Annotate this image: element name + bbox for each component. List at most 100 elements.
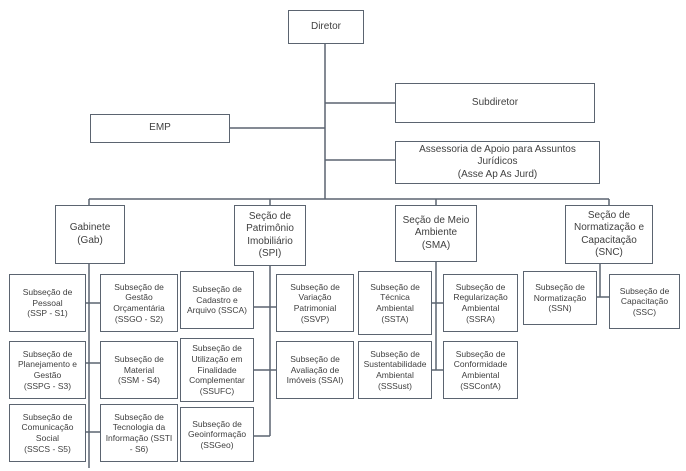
sspg-label-3: Gestão — [33, 370, 62, 380]
ssgeo-box: Subseção de Geoinformação (SSGeo) — [180, 407, 254, 462]
ssti-label-4: - S6) — [129, 443, 149, 454]
ssra-label-4: (SSRA) — [466, 313, 495, 324]
ssconfa-label-4: (SSConfA) — [460, 380, 501, 391]
sscs-label-1: Subseção de — [22, 411, 73, 422]
diretor-label: Diretor — [310, 20, 341, 32]
sssust-label-1: Subseção de — [370, 348, 420, 359]
ssm-label-1: Subseção de — [114, 354, 164, 365]
subdiretor-label: Subdiretor — [471, 96, 519, 108]
ssti-label-3: Informação (SSTI — [105, 433, 173, 443]
ssra-label-1: Subseção de — [455, 281, 506, 292]
ssn-label-1: Subseção de — [535, 282, 585, 293]
gabinete-label-2: (Gab) — [77, 234, 103, 246]
emp-label: EMP — [149, 122, 171, 134]
ssufc-box: Subseção de Utilização em Finalidade Com… — [180, 338, 254, 402]
ssai-label-2: Avaliação de — [290, 364, 340, 375]
sspg-label-4: (SSPG - S3) — [23, 380, 72, 391]
ssta-label-1: Subseção de — [370, 281, 420, 292]
ssca-label-1: Subseção de — [192, 284, 242, 295]
ssm-box: Subseção de Material (SSM - S4) — [100, 341, 178, 399]
assessoria-label-2: (Asse Ap As Jurd) — [457, 168, 538, 180]
ssta-label-3: Ambiental (SSTA) — [376, 303, 414, 324]
ssn-label-3: (SSN) — [548, 303, 572, 314]
ssm-label-3: (SSM - S4) — [117, 375, 161, 386]
ssai-label-1: Subseção de — [290, 354, 340, 365]
emp-box: EMP — [90, 114, 230, 143]
sspg-label-1: Subseção de — [22, 348, 73, 359]
ssgo-label-4: (SSGO - S2) — [114, 313, 164, 324]
spi-box: Seção de Patrimônio Imobiliário (SPI) — [234, 205, 306, 266]
ssra-label-3: Ambiental — [461, 303, 500, 313]
ssufc-label-1: Subseção de — [192, 343, 242, 354]
spi-label-1: Seção de — [248, 210, 292, 222]
ssp-label-1: Subseção de — [22, 287, 73, 298]
ssai-label-3: Imóveis (SSAI) — [286, 375, 344, 386]
sscs-label-4: (SSCS - S5) — [24, 443, 71, 454]
ssca-label-3: Arquivo (SSCA) — [187, 305, 247, 316]
ssra-box: Subseção de Regularização Ambiental (SSR… — [443, 274, 518, 332]
sspg-box: Subseção de Planejamento e Gestão (SSPG … — [9, 341, 86, 399]
ssufc-label-4: Complementar — [189, 375, 245, 386]
ssp-label-2: Pessoal — [32, 297, 63, 308]
ssgo-label-1: Subseção de — [114, 281, 164, 292]
sspg-label-2: Planejamento e — [17, 359, 78, 370]
ssgeo-label-2: Geoinformação — [187, 429, 247, 440]
sscs-box: Subseção de Comunicação Social (SSCS - S… — [9, 404, 86, 462]
diretor-box: Diretor — [288, 10, 364, 44]
ssvp-box: Subseção de Variação Patrimonial (SSVP) — [276, 274, 354, 332]
sscs-label-3: Social — [35, 433, 60, 443]
ssufc-label-5: (SSUFC) — [199, 385, 235, 396]
ssti-label-1: Subseção de — [114, 411, 164, 422]
ssgo-label-2: Gestão — [125, 292, 153, 303]
ssgo-label-3: Orçamentária — [113, 303, 165, 313]
sma-label-1: Seção de Meio — [402, 214, 470, 226]
ssconfa-box: Subseção de Conformidade Ambiental (SSCo… — [443, 341, 518, 399]
ssvp-label-1: Subseção de — [290, 281, 340, 292]
ssca-label-2: Cadastro e — [196, 294, 238, 305]
ssvp-label-4: (SSVP) — [300, 313, 330, 324]
snc-box: Seção de Normatização e Capacitação (SNC… — [565, 205, 653, 264]
spi-label-3: Imobiliário — [247, 235, 293, 247]
spi-label-4: (SPI) — [258, 248, 282, 259]
ssvp-label-3: Patrimonial — [293, 303, 337, 313]
sma-label-2: Ambiente — [414, 227, 458, 239]
ssta-box: Subseção de Técnica Ambiental (SSTA) — [358, 271, 432, 335]
ssti-box: Subseção de Tecnologia da Informação (SS… — [100, 404, 178, 462]
ssufc-label-3: Finalidade — [197, 364, 237, 375]
subdiretor-box: Subdiretor — [395, 83, 595, 123]
gabinete-label-1: Gabinete — [69, 222, 111, 233]
snc-label-3: Capacitação — [581, 234, 637, 246]
sscs-label-2: Comunicação — [21, 422, 74, 433]
ssconfa-label-3: Ambiental — [461, 370, 500, 380]
ssvp-label-2: Variação — [298, 292, 332, 303]
ssgeo-label-3: (SSGeo) — [200, 439, 234, 450]
ssc-label-3: (SSC) — [632, 306, 657, 317]
sssust-label-3: Ambiental — [376, 370, 414, 380]
gabinete-box: Gabinete (Gab) — [55, 205, 125, 264]
ssti-label-2: Tecnologia da — [112, 422, 166, 433]
ssn-label-2: Normatização — [533, 292, 587, 303]
snc-label-4: (SNC) — [595, 247, 623, 258]
ssgo-box: Subseção de Gestão Orçamentária (SSGO - … — [100, 274, 178, 332]
ssc-label-2: Capacitação — [620, 296, 669, 307]
snc-label-1: Seção de — [587, 209, 631, 221]
sma-label-3: (SMA) — [421, 239, 451, 251]
ssc-box: Subseção de Capacitação (SSC) — [609, 274, 680, 329]
ssta-label-2: Técnica — [380, 292, 410, 303]
ssra-label-2: Regularização — [453, 292, 508, 303]
ssconfa-label-2: Conformidade — [453, 359, 508, 370]
ssc-label-1: Subseção de — [619, 285, 670, 296]
sssust-label-4: (SSSust) — [377, 380, 412, 391]
sssust-box: Subseção de Sustentabilidade Ambiental (… — [358, 341, 432, 399]
sssust-label-2: Sustentabilidade — [363, 359, 427, 370]
ssp-label-3: (SSP - S1) — [27, 308, 68, 319]
ssca-box: Subseção de Cadastro e Arquivo (SSCA) — [180, 271, 254, 329]
ssgeo-label-1: Subseção de — [192, 418, 242, 429]
ssn-box: Subseção de Normatização (SSN) — [523, 271, 597, 325]
snc-label-2: Normatização e — [573, 222, 645, 233]
assessoria-label-1: Assessoria de Apoio para Assuntos Jurídi… — [419, 143, 576, 168]
ssconfa-label-1: Subseção de — [455, 348, 506, 359]
ssai-box: Subseção de Avaliação de Imóveis (SSAI) — [276, 341, 354, 399]
ssufc-label-2: Utilização em — [191, 354, 243, 365]
